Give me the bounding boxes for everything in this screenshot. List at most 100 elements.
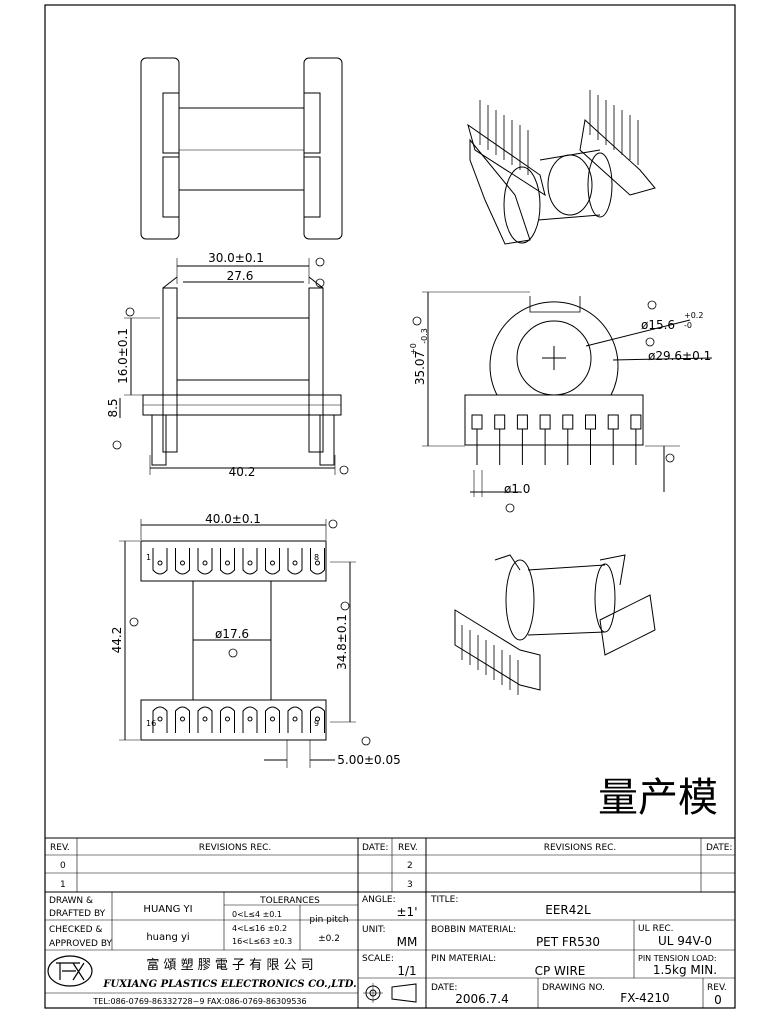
bobbin-pin-bottom <box>315 716 320 722</box>
bobbin-pin-slot-top <box>265 548 280 575</box>
approved-by: huang yi <box>146 932 189 943</box>
dim-core-dia: ø17.6 <box>215 627 249 641</box>
date-header-left: DATE: <box>362 843 388 853</box>
dim-height-16: 16.0±0.1 <box>116 328 130 384</box>
bobbin-pin-top <box>315 560 320 566</box>
dim-flange-dia: ø29.6±0.1 <box>648 349 711 363</box>
bobbin-pin-bottom <box>202 716 208 722</box>
projection-symbol-icon <box>363 983 417 1003</box>
pin-label-8: 8 <box>314 553 319 562</box>
tol-row-3: 16<L≤63 ±0.3 <box>232 937 292 946</box>
date-header-right: DATE: <box>706 843 732 853</box>
sheet-border <box>44 4 736 1009</box>
bobbin-pin-top <box>270 560 275 566</box>
title-block-grid <box>45 837 735 1008</box>
front-pin-slot <box>585 414 596 430</box>
company-logo <box>47 955 93 987</box>
drawn-by: HUANG YI <box>143 904 192 915</box>
bobbin-label: BOBBIN MATERIAL: <box>431 925 516 935</box>
angle-value: ±1' <box>397 905 418 919</box>
dim-span: 34.8±0.1 <box>335 614 349 670</box>
date-value: 2006.7.4 <box>455 992 508 1006</box>
rev-row-3: 3 <box>407 880 413 890</box>
front-pin-slot <box>630 414 642 430</box>
bobbin-pin-slot-bottom <box>175 706 190 733</box>
bobbin-pin-slot-top <box>152 548 168 575</box>
bobbin-pin-bottom <box>292 716 298 722</box>
bobbin-pin-slot-top <box>310 548 325 575</box>
bobbin-pin-bottom <box>180 716 185 722</box>
tol-row-1: 0<L≤4 ±0.1 <box>232 910 282 919</box>
bobbin-pin-bottom <box>225 716 230 722</box>
front-pin-slot <box>494 414 506 430</box>
ul-label: UL REC. <box>638 924 674 934</box>
dim-bottom-width: 40.0±0.1 <box>205 512 261 526</box>
dim-pin-dia: ø1.0 <box>504 482 530 496</box>
drawn-label: DRAWN & <box>49 896 93 906</box>
dim-base-width: 40.2 <box>229 465 256 479</box>
revisions-header-right: REVISIONS REC. <box>544 843 617 853</box>
production-stamp: 量产模 <box>598 775 718 821</box>
company-name-en: FUXIANG PLASTICS ELECTRONICS CO.,LTD. <box>102 979 356 990</box>
dim-bottom-height: 44.2 <box>110 627 124 654</box>
bobbin-pin-slot-top <box>242 548 258 575</box>
bottom-view <box>119 519 356 768</box>
rev-header-left: REV. <box>50 843 70 853</box>
dim-bore-tol-plus: +0.2 <box>684 311 703 320</box>
bobbin-pin-slot-bottom <box>265 706 280 733</box>
bobbin-value: PET FR530 <box>536 935 600 949</box>
date-label: DATE: <box>431 983 457 993</box>
tol-row-2: 4<L≤16 ±0.2 <box>232 924 287 933</box>
rev-label: REV. <box>707 983 727 993</box>
bobbin-pin-slot-bottom <box>242 706 258 733</box>
bobbin-pin-slot-top <box>197 548 213 575</box>
bobbin-pin-top <box>157 560 163 566</box>
bobbin-pin-slot-bottom <box>310 706 325 733</box>
bobbin-pin-slot-bottom <box>287 706 303 733</box>
rev-row-0: 0 <box>60 861 66 871</box>
bobbin-pin-slot-bottom <box>220 706 235 733</box>
pin-pitch-label: pin pitch <box>309 915 348 925</box>
company-name-cn: 富 頌 塑 膠 電 子 有 限 公 司 <box>146 957 313 973</box>
angle-label: ANGLE: <box>362 895 396 905</box>
dim-front-tol-plus: +0 <box>409 343 418 355</box>
inspection-markers <box>112 257 675 746</box>
tolerances-label: TOLERANCES <box>259 896 320 906</box>
bobbin-pin-top <box>292 560 298 566</box>
pin-label-1: 1 <box>146 553 151 562</box>
checked-label: CHECKED & <box>49 925 102 935</box>
bobbin-pin-slot-top <box>175 548 190 575</box>
rev-row-2: 2 <box>407 861 413 871</box>
title-label: TITLE: <box>430 895 458 905</box>
bobbin-pin-top <box>225 560 230 566</box>
front-view <box>422 291 713 497</box>
dim-top-inner: 27.6 <box>227 269 254 283</box>
drawing-no-value: FX-4210 <box>620 991 669 1005</box>
bobbin-pin-top <box>247 560 253 566</box>
revisions-header-left: REVISIONS REC. <box>199 843 272 853</box>
bobbin-pin-slot-top <box>220 548 235 575</box>
front-pin-slot <box>607 414 619 430</box>
scale-value: 1/1 <box>397 964 416 978</box>
bobbin-pin-slot-top <box>287 548 303 575</box>
drawing-no-label: DRAWING NO. <box>542 983 605 993</box>
drafted-label: DRAFTED BY <box>49 909 106 919</box>
front-pin-slot <box>516 414 528 430</box>
dim-bore-tol-minus: -0 <box>684 321 692 330</box>
rev-value: 0 <box>714 993 722 1007</box>
dim-top-width: 30.0±0.1 <box>208 251 264 265</box>
side-view-top <box>140 57 343 240</box>
side-view-middle <box>119 258 342 475</box>
pin-label-16: 16 <box>146 719 156 728</box>
company-phone: TEL:086-0769-86332728~9 FAX:086-0769-863… <box>92 997 306 1006</box>
unit-label: UNIT: <box>362 925 386 935</box>
pin-material-label: PIN MATERIAL: <box>431 954 496 964</box>
bobbin-pin-slot-bottom <box>152 706 168 733</box>
scale-label: SCALE: <box>362 954 394 964</box>
title-value: EER42L <box>545 903 591 917</box>
bobbin-pin-bottom <box>247 716 253 722</box>
pin-label-9: 9 <box>314 719 319 728</box>
pin-pitch-tol: ±0.2 <box>318 934 340 944</box>
bobbin-pin-top <box>202 560 208 566</box>
